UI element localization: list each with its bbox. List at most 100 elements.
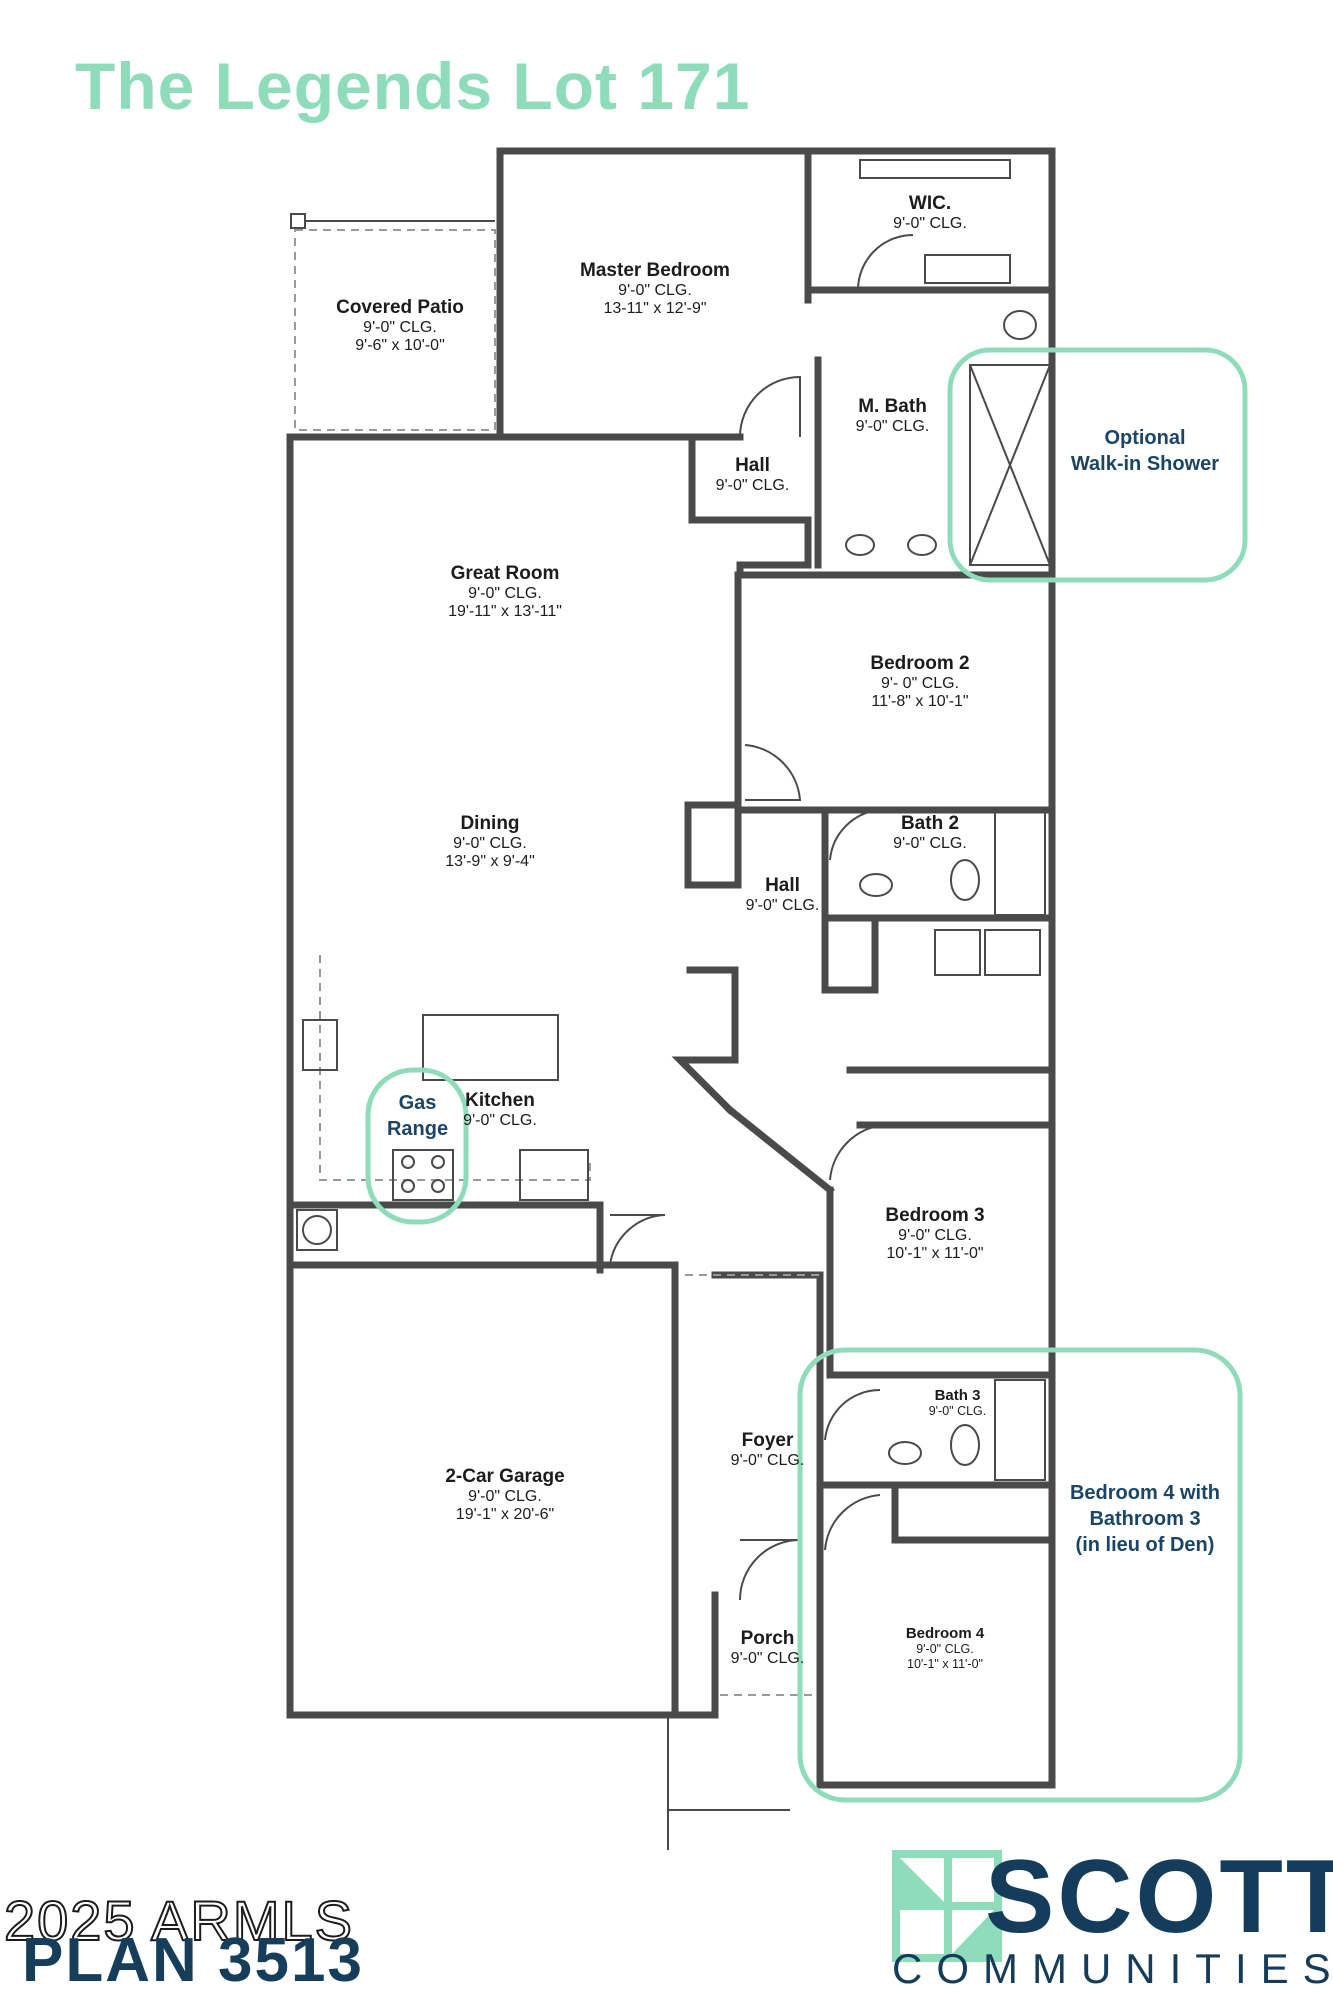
kitchen-garage-wall [286, 1201, 604, 1274]
plan-label: PLAN 3513 [22, 1926, 364, 1995]
dryer [984, 929, 1041, 976]
room-name: Dining [460, 813, 520, 834]
door-swing-master [739, 375, 801, 438]
callout-line: Gas [398, 1092, 437, 1114]
room-hall-upper: Hall 9'-0" CLG. [700, 455, 805, 495]
kitchen-island [422, 1014, 559, 1081]
room-ceiling: 9'-0" CLG. [730, 1649, 805, 1667]
room-ceiling: 9'-0" CLG. [855, 417, 930, 435]
garage-wall [286, 1261, 679, 1714]
room-wic: WIC. 9'-0" CLG. [880, 193, 980, 233]
room-ceiling: 9'-0" CLG. [715, 476, 790, 494]
scott-logo-mark [892, 1850, 1002, 1962]
room-name: Bedroom 3 [885, 1205, 985, 1226]
door-swing-bed4 [824, 1494, 881, 1551]
room-dining: Dining 9'-0" CLG. 13'-9" x 9'-4" [420, 813, 560, 872]
room-name: WIC. [908, 193, 952, 214]
watermark: 2025 ARMLS [3, 1888, 354, 1953]
callout-range: Gas Range [380, 1090, 455, 1142]
sink [302, 1019, 338, 1071]
room-ceiling: 9'-0" CLG. [618, 281, 692, 299]
bed3-walls [826, 1186, 1056, 1379]
page-title: The Legends Lot 171 [75, 49, 751, 123]
room-ceiling: 9'-0" CLG. [363, 318, 437, 336]
room-name: Master Bedroom [580, 260, 730, 281]
water-heater [296, 1209, 338, 1251]
diagonal-wall [725, 1105, 835, 1195]
room-ceiling: 9'-0" CLG. [468, 1487, 542, 1505]
washer [934, 929, 981, 976]
room-name: Bath 3 [934, 1387, 981, 1404]
room-size: 10'-1" x 11'-0" [886, 1245, 984, 1263]
stove [392, 1149, 454, 1201]
door-swing-wic [857, 234, 914, 291]
bedroom2-walls [734, 571, 1056, 814]
room-ceiling: 9'-0" CLG. [463, 1111, 537, 1129]
room-ceiling: 9'-0" CLG. [453, 834, 527, 852]
room-name: Bedroom 4 [905, 1625, 985, 1642]
room-ceiling: 9'-0" CLG. [893, 214, 967, 232]
callout-line: (in lieu of Den) [1075, 1534, 1215, 1556]
exterior-wall-west [286, 433, 714, 1719]
room-name: Bath 2 [900, 813, 960, 834]
room-kitchen: Kitchen 9'-0" CLG. [450, 1090, 550, 1130]
room-size: 13'-9" x 9'-4" [445, 853, 535, 871]
callout-line: Optional [1104, 427, 1186, 449]
room-garage: 2-Car Garage 9'-0" CLG. 19'-1" x 20'-6" [420, 1466, 590, 1525]
linen-walls [684, 801, 742, 889]
room-name: Hall [735, 455, 770, 476]
room-bedroom-4: Bedroom 4 9'-0" CLG. 10'-1" x 11'-0" [890, 1625, 1000, 1671]
room-size: 13-11" x 12'-9" [603, 300, 707, 318]
room-ceiling: 9'-0" CLG. [928, 1404, 987, 1419]
room-name: 2-Car Garage [445, 1466, 565, 1487]
room-size: 19'-1" x 20'-6" [455, 1506, 555, 1524]
door-swing-foyer [739, 1539, 801, 1601]
room-hall-mid: Hall 9'-0" CLG. [735, 875, 830, 915]
callout-line: Bedroom 4 with [1069, 1482, 1220, 1504]
laundry-walls [821, 914, 879, 994]
room-ceiling: 9'- 0" CLG. [880, 674, 960, 692]
room-size: 19'-11" x 13'-11" [448, 603, 562, 621]
closet-bed3 [846, 1066, 1056, 1129]
room-porch: Porch 9'-0" CLG. [720, 1628, 815, 1668]
door-swing-bath2 [829, 809, 881, 861]
callout-ring-range [365, 1067, 469, 1225]
room-name: Porch [740, 1628, 795, 1649]
room-ceiling: 9'-0" CLG. [916, 1642, 974, 1657]
room-name: Foyer [741, 1430, 794, 1451]
wic-shelf-top [859, 159, 1011, 179]
room-name: Kitchen [465, 1090, 535, 1111]
room-size: 11'-8" x 10'-1" [871, 693, 969, 711]
callout-bedroom4: Bedroom 4 with Bathroom 3 (in lieu of De… [1055, 1480, 1235, 1558]
room-ceiling: 9'-0" CLG. [898, 1226, 972, 1244]
callout-line: Range [386, 1118, 449, 1140]
tub-bath3 [994, 1379, 1046, 1481]
room-foyer: Foyer 9'-0" CLG. [720, 1430, 815, 1470]
room-ceiling: 9'-0" CLG. [730, 1451, 805, 1469]
patio-post [290, 213, 306, 229]
wic-shelf-bottom [924, 254, 1011, 284]
kitchen-counter [319, 955, 591, 1181]
room-covered-patio: Covered Patio 9'-0" CLG. 9'-6" x 10'-0" [330, 297, 470, 356]
door-swing-bed3 [829, 1124, 886, 1181]
room-size: 10'-1" x 11'-0" [907, 1656, 983, 1671]
callout-shower: Optional Walk-in Shower [1060, 425, 1230, 477]
callout-line: Bathroom 3 [1089, 1508, 1201, 1530]
fridge-area [519, 1149, 589, 1201]
room-size: 9'-6" x 10'-0" [355, 337, 445, 355]
bed4-closet [891, 1486, 1056, 1544]
room-ceiling: 9'-0" CLG. [745, 896, 820, 914]
room-name: Bedroom 2 [870, 653, 970, 674]
shower [969, 364, 1051, 566]
callout-line: Walk-in Shower [1070, 453, 1220, 475]
hall-closet [671, 966, 739, 1115]
patio-outline [294, 229, 496, 431]
room-name: Covered Patio [336, 297, 464, 318]
room-name: Hall [765, 875, 800, 896]
door-swing-garage [609, 1214, 666, 1266]
door-swing-bath3 [824, 1388, 881, 1441]
room-ceiling: 9'-0" CLG. [468, 584, 542, 602]
room-bedroom-3: Bedroom 3 9'-0" CLG. 10'-1" x 11'-0" [870, 1205, 1000, 1264]
door-swing-hall [744, 744, 802, 801]
